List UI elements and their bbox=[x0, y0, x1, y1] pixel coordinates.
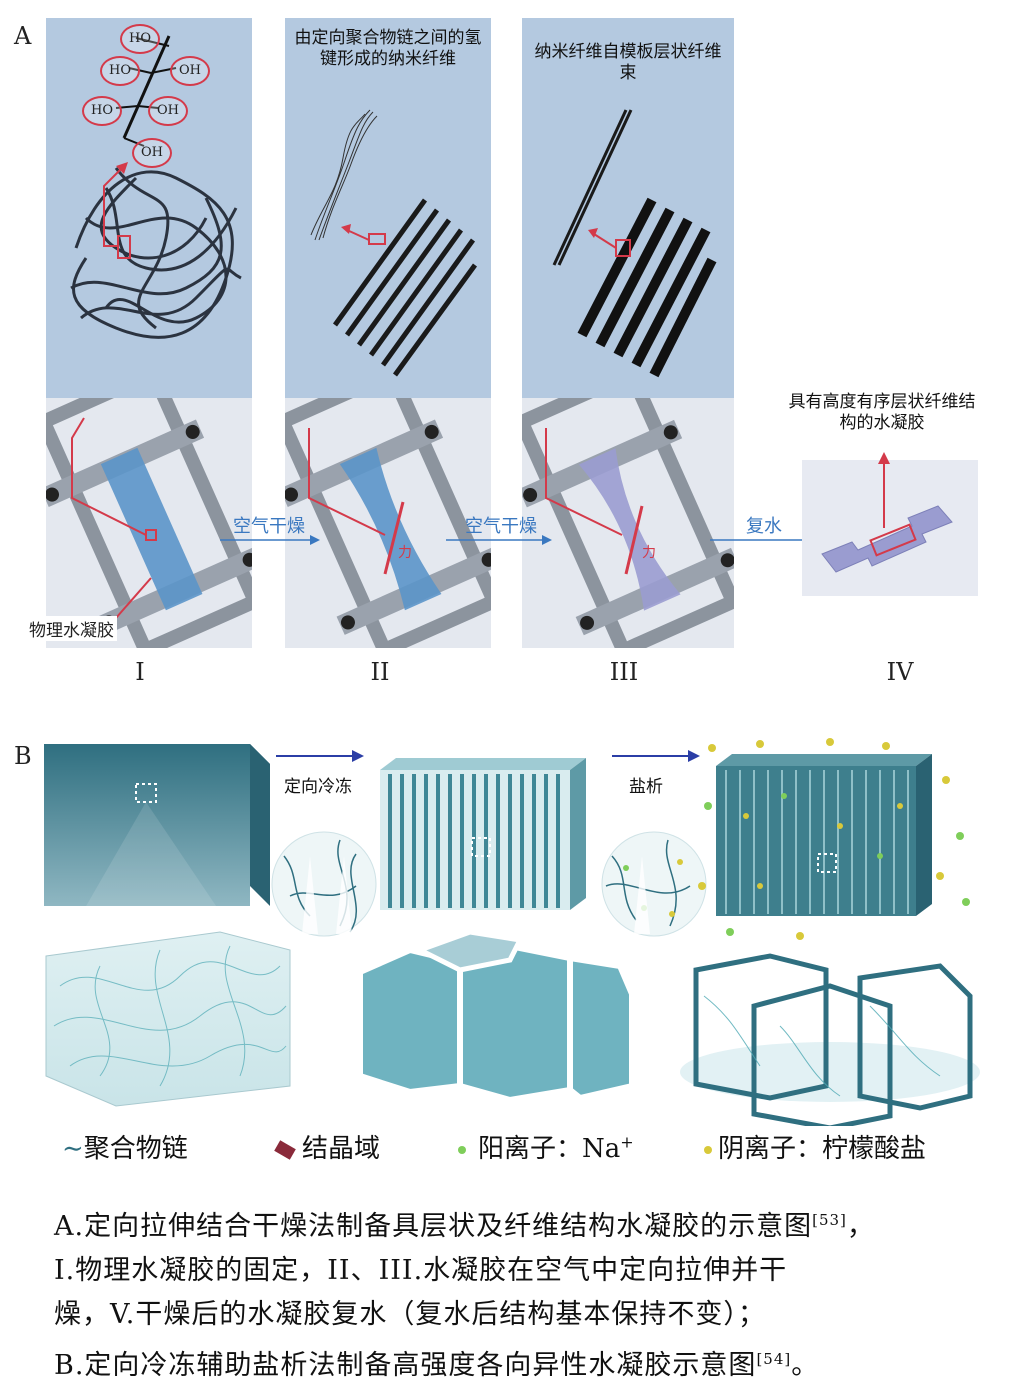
salting-out-diagram bbox=[40, 738, 980, 1126]
polymer-network-graphic bbox=[70, 35, 242, 339]
process-arrow-2 bbox=[446, 535, 552, 545]
air-drying-label: 空气干燥 bbox=[233, 516, 305, 537]
hydroxyl-group: OH bbox=[148, 96, 188, 126]
figure-caption: A.定向拉伸结合干燥法制备具层状及纤维结构水凝胶的示意图[53]， I.物理水凝… bbox=[54, 1198, 974, 1388]
hydroxyl-group: HO bbox=[82, 96, 122, 126]
cation-charge: + bbox=[620, 1132, 634, 1152]
force-label: 力 bbox=[642, 545, 656, 561]
cation-icon bbox=[458, 1146, 466, 1154]
physical-hydrogel-label: 物理水凝胶 bbox=[26, 616, 117, 641]
stretching-frame-1 bbox=[46, 398, 252, 648]
panel-a-label: A bbox=[14, 22, 32, 50]
legend: 阳离子：Na+ bbox=[458, 1128, 634, 1165]
salting-out-label: 盐析 bbox=[629, 777, 663, 797]
stage-3-description: 纳米纤维自模板层状纤维束 bbox=[534, 42, 722, 83]
hydroxyl-group: HO bbox=[120, 24, 160, 54]
air-drying-label: 空气干燥 bbox=[465, 516, 537, 537]
hydroxyl-group: HO bbox=[100, 56, 140, 86]
nanofiber-graphic bbox=[310, 109, 478, 377]
caption-line-3: 燥，V.干燥后的水凝胶复水（复水后结构基本保持不变）； bbox=[54, 1299, 766, 1330]
fiber-bundle-graphic bbox=[552, 109, 717, 378]
polymer-chain-icon: ∼ bbox=[62, 1134, 84, 1164]
polymer-chain-label: 聚合物链 bbox=[83, 1134, 188, 1164]
crystalline-domain-icon bbox=[274, 1140, 296, 1160]
stage-4-numeral: IV bbox=[886, 658, 914, 686]
directional-freezing-label: 定向冷冻 bbox=[284, 777, 352, 797]
ion-dots bbox=[698, 738, 970, 940]
stage-4-description: 具有高度有序层状纤维结构的水凝胶 bbox=[788, 392, 976, 433]
stretching-frame-2 bbox=[285, 398, 491, 648]
rehydrated-hydrogel-graphic bbox=[802, 452, 978, 596]
stage-2-numeral: II bbox=[370, 658, 390, 686]
crystalline-domain-label: 结晶域 bbox=[302, 1134, 381, 1164]
panel-b-label: B bbox=[14, 742, 32, 770]
force-label: 力 bbox=[398, 545, 412, 561]
cation-label: 阳离子：Na bbox=[478, 1134, 621, 1164]
caption-line-2: I.物理水凝胶的固定，II、III.水凝胶在空气中定向拉伸并干 bbox=[54, 1255, 788, 1286]
caption-line-1: A.定向拉伸结合干燥法制备具层状及纤维结构水凝胶的示意图[53]， bbox=[54, 1211, 875, 1242]
process-arrow-1 bbox=[220, 535, 320, 545]
process-arrow-3 bbox=[710, 535, 814, 545]
legend: 结晶域 bbox=[274, 1128, 381, 1165]
anion-icon bbox=[704, 1146, 712, 1154]
caption-line-4: B.定向冷冻辅助盐析法制备高强度各向异性水凝胶示意图[54]。 bbox=[54, 1350, 820, 1381]
legend: ∼聚合物链 bbox=[62, 1128, 188, 1165]
stage-2-description: 由定向聚合物链之间的氢键形成的纳米纤维 bbox=[294, 28, 482, 69]
stretching-frame-3 bbox=[522, 398, 734, 648]
rehydration-label: 复水 bbox=[746, 516, 782, 537]
hydroxyl-group: OH bbox=[132, 138, 172, 168]
stage-3-numeral: III bbox=[609, 658, 639, 686]
hydroxyl-group: OH bbox=[170, 56, 210, 86]
stage-1-numeral: I bbox=[135, 658, 145, 686]
legend: 阴离子：柠檬酸盐 bbox=[704, 1128, 926, 1165]
anion-label: 阴离子：柠檬酸盐 bbox=[718, 1134, 927, 1164]
